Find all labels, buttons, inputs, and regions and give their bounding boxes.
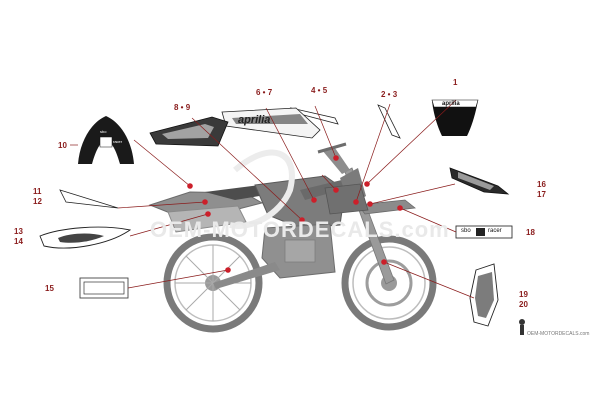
decal-15-plate xyxy=(79,277,129,299)
decal-2-3-fork xyxy=(377,104,401,139)
rear-wheel xyxy=(163,233,263,333)
callout-12: 12 xyxy=(33,197,42,206)
callout-1: 1 xyxy=(453,78,458,87)
seat-logo-text: aprilia xyxy=(442,101,460,107)
decal-1-seat xyxy=(431,99,479,136)
tank-logo-text: aprilia xyxy=(238,114,271,126)
footer-logo-icon xyxy=(519,319,525,335)
callout-17: 17 xyxy=(537,190,546,199)
motorcycle-illustration xyxy=(148,142,437,333)
decal-18-logo-block xyxy=(476,228,485,236)
callout-14: 14 xyxy=(14,237,23,246)
callout-16: 16 xyxy=(537,180,546,189)
decal-8-9-side xyxy=(149,116,229,147)
decal-10-rear-fender xyxy=(78,116,134,164)
strip18-text-sbo: sbo xyxy=(461,228,471,234)
callout-dots xyxy=(187,155,403,273)
watermark-swoosh xyxy=(229,149,295,229)
watermark-text: OEM-MOTORDECALS.com xyxy=(150,217,450,242)
leader-lines xyxy=(70,99,475,299)
rear-fender-text-sbo: sbo xyxy=(100,129,107,134)
decal-19-20-shield xyxy=(469,263,499,327)
callout-2-3: 2 • 3 xyxy=(381,90,398,99)
callout-13: 13 xyxy=(14,227,23,236)
callout-8-9: 8 • 9 xyxy=(174,103,191,112)
callout-11: 11 xyxy=(33,187,42,196)
callout-19: 19 xyxy=(519,290,528,299)
footer-site-text: OEM-MOTORDECALS.com xyxy=(527,331,590,337)
callout-20: 20 xyxy=(519,300,528,309)
rear-fender-text-racer: racer xyxy=(113,139,123,144)
callout-10: 10 xyxy=(58,141,67,150)
decal-16-17-front xyxy=(449,167,510,195)
callout-4-5: 4 • 5 xyxy=(311,86,328,95)
decal-11-12-triangle xyxy=(59,189,119,209)
front-wheel xyxy=(341,235,437,331)
strip18-text-racer: racer xyxy=(488,228,502,234)
callout-18: 18 xyxy=(526,228,535,237)
callout-15: 15 xyxy=(45,284,54,293)
decal-6-7-tank xyxy=(221,107,321,139)
decal-13-14-swingarm xyxy=(39,226,132,249)
callout-6-7: 6 • 7 xyxy=(256,88,273,97)
